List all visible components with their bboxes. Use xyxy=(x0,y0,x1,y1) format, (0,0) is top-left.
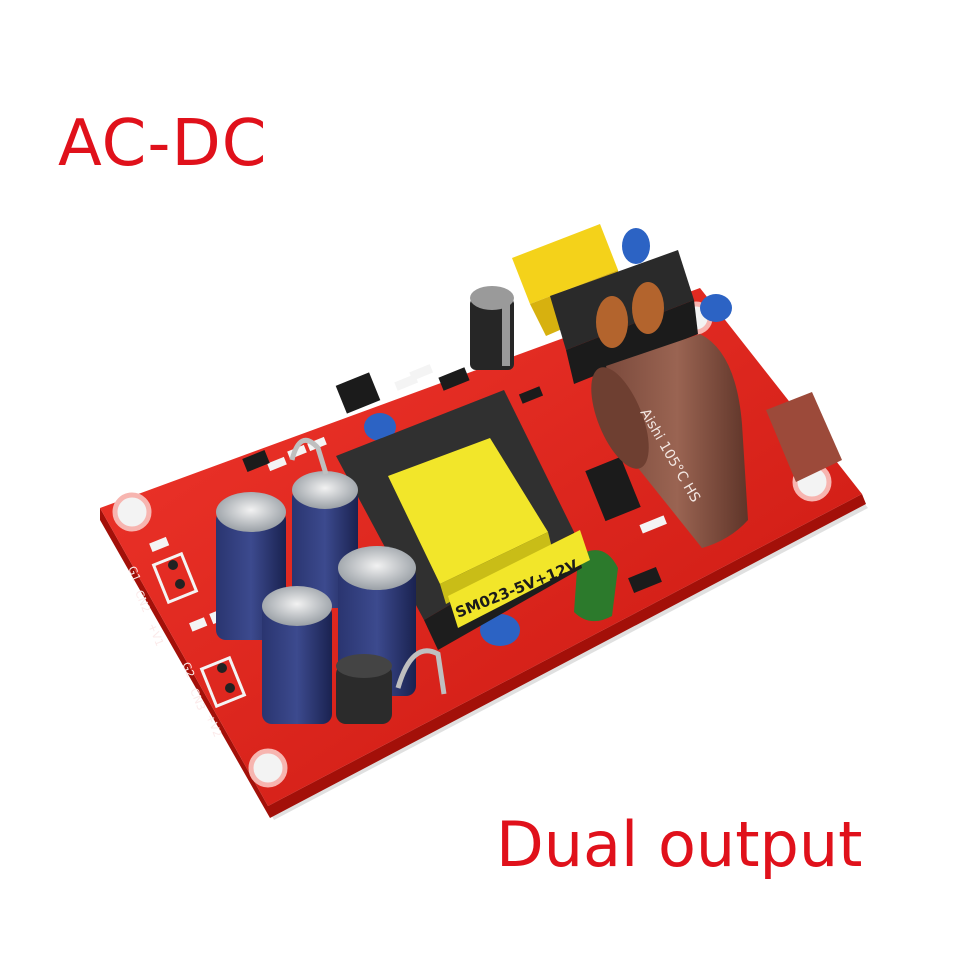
jumper-wire xyxy=(289,437,329,475)
caption-ac-dc: AC-DC xyxy=(58,107,268,181)
ic-chips xyxy=(242,367,662,594)
caption-dual-output: Dual output xyxy=(496,808,863,881)
output-capacitor-4 xyxy=(262,586,332,724)
safety-capacitor xyxy=(574,550,618,622)
output-inductor xyxy=(336,654,392,724)
small-electrolytic-capacitor xyxy=(470,286,514,370)
bulk-capacitor: Aishi 105°C HS xyxy=(591,334,748,548)
output-connector-cn2 xyxy=(151,551,199,605)
pin-label: G1 xyxy=(125,564,143,583)
fuse-resistor xyxy=(766,392,842,482)
output-connector-cn3 xyxy=(199,655,247,709)
common-mode-choke xyxy=(550,250,698,384)
jumper-wire xyxy=(395,648,447,695)
pin-label: G2 xyxy=(179,660,197,679)
ceramic-capacitors xyxy=(364,228,732,646)
